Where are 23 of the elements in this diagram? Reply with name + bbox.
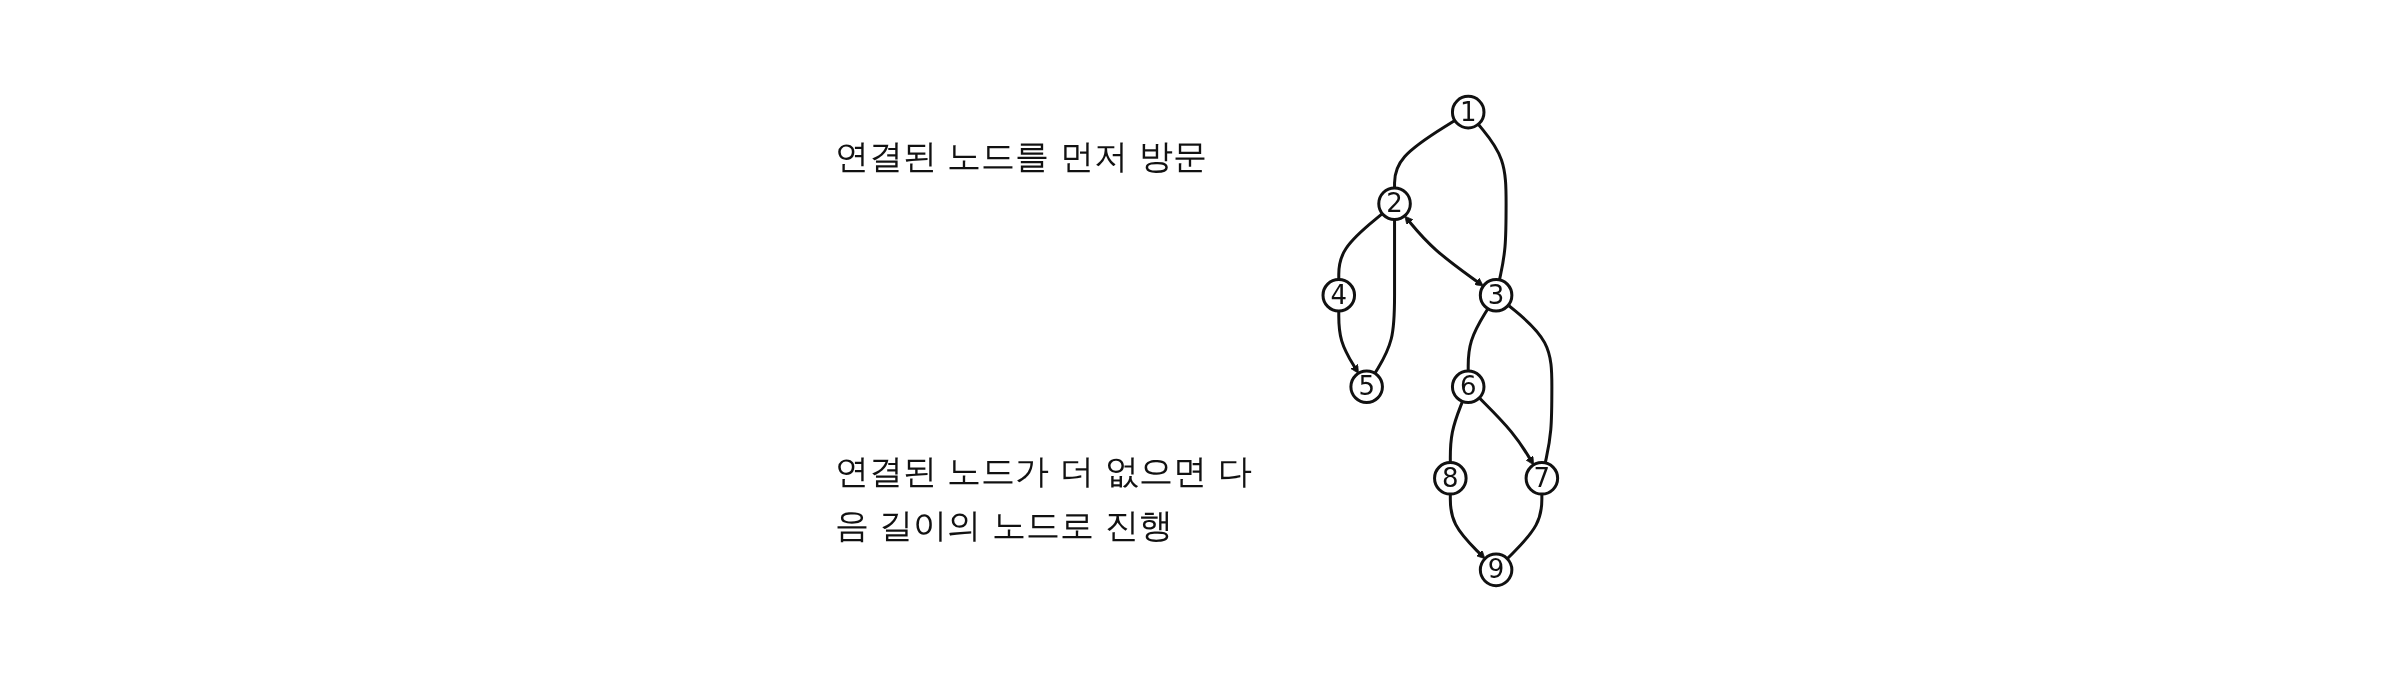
connector bbox=[1466, 307, 1489, 371]
node-circle: 9 bbox=[1478, 552, 1514, 588]
node-circle: 5 bbox=[1349, 369, 1384, 405]
connector bbox=[1336, 212, 1383, 280]
note-text: 연결된 노드가 더 없으면 다음 길이의 노드로 진행 bbox=[834, 449, 1253, 548]
node-circle: 1 bbox=[1450, 94, 1486, 130]
node-circle: 8 bbox=[1432, 461, 1468, 496]
arrow bbox=[1448, 494, 1485, 560]
connector bbox=[1476, 123, 1508, 281]
connector bbox=[1392, 119, 1456, 188]
node-circle: 2 bbox=[1376, 186, 1412, 221]
connector bbox=[1373, 219, 1396, 375]
connector bbox=[1505, 494, 1544, 560]
arrow bbox=[1477, 396, 1534, 466]
node-circle: 7 bbox=[1524, 461, 1559, 496]
node-circle: 6 bbox=[1450, 369, 1486, 405]
arrow bbox=[1404, 215, 1484, 287]
node-circle: 3 bbox=[1478, 277, 1514, 313]
connector bbox=[1507, 304, 1554, 464]
connector bbox=[1448, 400, 1464, 463]
arrow bbox=[1336, 311, 1359, 374]
node-circle: 4 bbox=[1321, 277, 1356, 313]
note-text: 연결된 노드를 먼저 방문 bbox=[834, 135, 1209, 179]
